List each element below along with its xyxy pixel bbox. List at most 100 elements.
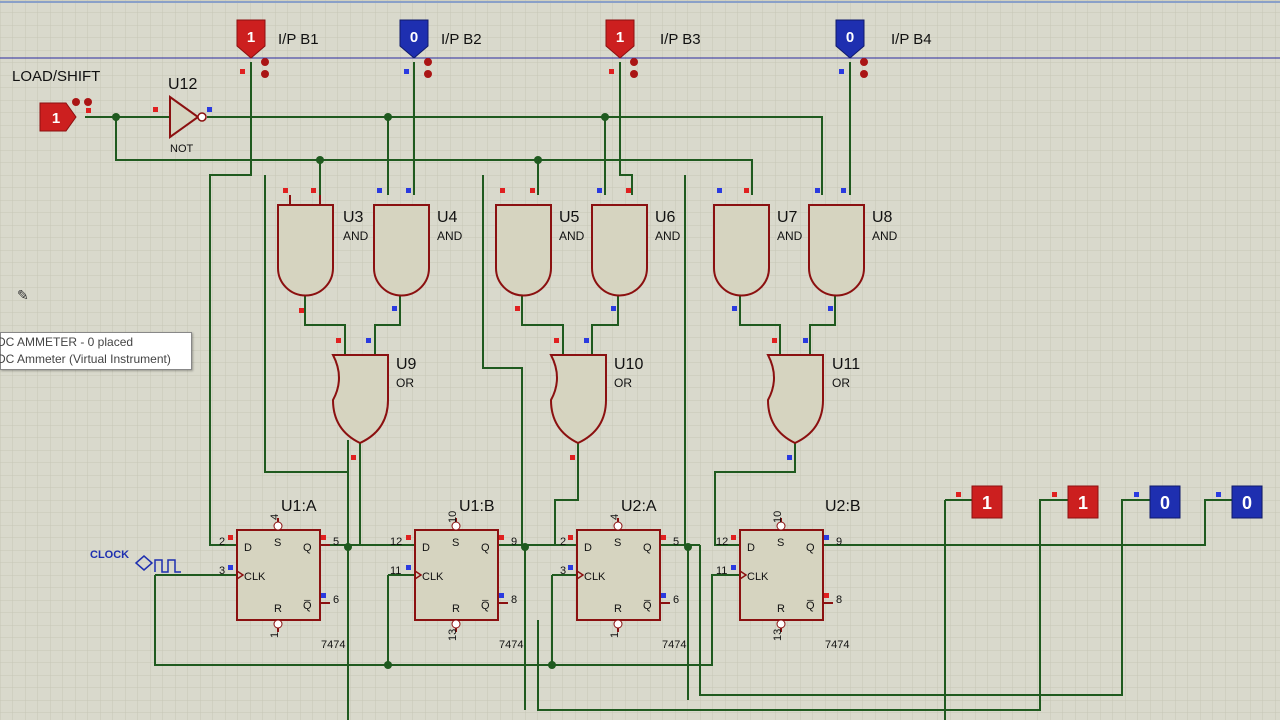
u1a-lbl-qb: Q̅ (303, 600, 312, 612)
u1b-pin-q: 9 (511, 536, 517, 548)
or-gate-u9[interactable] (331, 338, 389, 460)
u9-type: OR (396, 376, 414, 390)
u1a-part: 7474 (321, 639, 345, 651)
u1a-lbl-r: R (274, 603, 282, 615)
input-b4-label: I/P B4 (891, 31, 932, 48)
input-b4[interactable]: 0 (835, 19, 868, 78)
u2a-pin-s: 4 (609, 514, 621, 520)
u1b-lbl-r: R (452, 603, 460, 615)
flipflop-u2a[interactable]: D CLK S R Q Q̅ 2 3 4 1 5 6 (560, 514, 679, 638)
not-gate-u12[interactable] (153, 95, 212, 139)
output-probe-1[interactable]: 1 (956, 485, 1003, 519)
output-4-value: 0 (1242, 493, 1252, 513)
u4-type: AND (437, 229, 463, 243)
u1a-ref: U1:A (281, 498, 317, 515)
u2b-ref: U2:B (825, 498, 861, 515)
u10-ref: U10 (614, 356, 643, 373)
u2a-pin-qb: 6 (673, 594, 679, 606)
u6-ref: U6 (655, 209, 676, 226)
and-gate-u5[interactable] (495, 188, 552, 311)
u8-type: AND (872, 229, 898, 243)
or-gate-u10[interactable] (549, 338, 607, 460)
u2a-pin-clk: 3 (560, 565, 566, 577)
u2b-lbl-r: R (777, 603, 785, 615)
input-b3-value: 1 (616, 29, 624, 46)
load-shift-value: 1 (52, 110, 60, 127)
u2b-lbl-s: S (777, 537, 784, 549)
flipflop-u1b[interactable]: D CLK S R Q Q̅ 12 11 10 13 9 8 (390, 511, 517, 641)
u1a-lbl-s: S (274, 537, 281, 549)
input-b2-label: I/P B2 (441, 31, 482, 48)
u1a-lbl-q: Q (303, 542, 312, 554)
u2a-lbl-r: R (614, 603, 622, 615)
and-gate-u3[interactable] (277, 188, 334, 313)
u1b-lbl-clk: CLK (422, 571, 444, 583)
and-gate-u4[interactable] (373, 188, 430, 311)
flipflop-u1a[interactable]: D CLK S R Q Q̅ 2 3 4 1 5 6 (219, 514, 339, 638)
output-1-value: 1 (982, 493, 992, 513)
u1b-pin-clk: 11 (390, 565, 401, 577)
u2a-lbl-qb: Q̅ (643, 600, 652, 612)
u2b-pin-qb: 8 (836, 594, 842, 606)
component-tooltip: DC AMMETER - 0 placed DC Ammeter (Virtua… (0, 332, 192, 370)
u1b-pin-r: 13 (447, 629, 459, 641)
u1a-pin-clk: 3 (219, 565, 225, 577)
junctions (112, 113, 692, 669)
u2a-ref: U2:A (621, 498, 657, 515)
u2b-lbl-q: Q (806, 542, 815, 554)
u10-type: OR (614, 376, 632, 390)
output-2-value: 1 (1078, 493, 1088, 513)
tooltip-line2: DC Ammeter (Virtual Instrument) (0, 352, 171, 366)
u2a-pin-r: 1 (609, 632, 621, 638)
tooltip-line1: DC AMMETER - 0 placed (0, 335, 134, 349)
u1b-lbl-qb: Q̅ (481, 600, 490, 612)
u5-type: AND (559, 229, 585, 243)
u1a-pin-s: 4 (269, 514, 281, 520)
u1a-pin-qb: 6 (333, 594, 339, 606)
and-gate-u8[interactable] (808, 188, 865, 311)
input-b3[interactable]: 1 (605, 19, 638, 78)
not-gate-ref: U12 (168, 76, 197, 93)
u7-ref: U7 (777, 209, 798, 226)
and-gate-u7[interactable] (713, 188, 770, 311)
u1b-part: 7474 (499, 639, 523, 651)
input-b1-value: 1 (247, 29, 255, 46)
u1a-lbl-d: D (244, 542, 252, 554)
u2b-pin-q: 9 (836, 536, 842, 548)
u6-type: AND (655, 229, 681, 243)
u1b-ref: U1:B (459, 498, 495, 515)
flipflop-u2b[interactable]: D CLK S R Q Q̅ 12 11 10 13 9 8 (716, 511, 842, 641)
pencil-cursor-icon: ✎ (17, 288, 29, 304)
load-shift-input[interactable]: 1 (39, 98, 92, 132)
wires (85, 62, 1232, 720)
u2b-pin-r: 13 (772, 629, 784, 641)
output-probe-2[interactable]: 1 (1052, 485, 1099, 519)
u2b-pin-s: 10 (772, 511, 784, 523)
u1b-lbl-s: S (452, 537, 459, 549)
u1a-pin-r: 1 (269, 632, 281, 638)
u7-type: AND (777, 229, 803, 243)
u2b-lbl-clk: CLK (747, 571, 769, 583)
u9-ref: U9 (396, 356, 417, 373)
u2a-pin-d: 2 (560, 536, 566, 548)
clock-generator[interactable] (134, 555, 181, 573)
u2b-lbl-d: D (747, 542, 755, 554)
input-b2[interactable]: 0 (399, 19, 432, 78)
u1b-pin-s: 10 (447, 511, 459, 523)
u5-ref: U5 (559, 209, 580, 226)
clock-label: CLOCK (90, 549, 129, 561)
input-b1[interactable]: 1 (236, 19, 269, 78)
u1a-pin-q: 5 (333, 536, 339, 548)
load-shift-label: LOAD/SHIFT (12, 68, 100, 85)
output-probe-3[interactable]: 0 (1134, 485, 1181, 519)
u11-type: OR (832, 376, 850, 390)
u2a-pin-q: 5 (673, 536, 679, 548)
and-gate-u6[interactable] (591, 188, 648, 311)
u2a-lbl-q: Q (643, 542, 652, 554)
or-gate-u11[interactable] (766, 338, 824, 460)
u3-ref: U3 (343, 209, 364, 226)
u2b-pin-clk: 11 (716, 565, 727, 577)
output-probe-4[interactable]: 0 (1216, 485, 1263, 519)
not-gate-type: NOT (170, 143, 194, 155)
